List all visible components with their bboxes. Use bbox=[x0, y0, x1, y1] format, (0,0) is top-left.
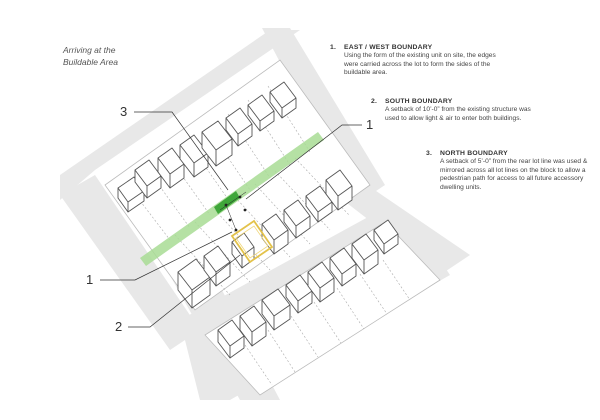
lower-lot-lines bbox=[244, 259, 411, 386]
note-number: 2. bbox=[371, 98, 378, 105]
buildable-area-outline-inner bbox=[235, 225, 269, 259]
note-body: A setback of 5’-0” from the rear lot lin… bbox=[440, 158, 588, 191]
caption-line-1: Arriving at the bbox=[63, 45, 116, 55]
lower-row-buildings bbox=[217, 219, 399, 359]
lower-block-lot bbox=[204, 221, 441, 396]
lower-block bbox=[204, 219, 441, 396]
callout-2: 2 bbox=[115, 319, 122, 334]
north-row-buildings bbox=[117, 81, 297, 213]
leader-3 bbox=[134, 111, 229, 191]
diagram-caption: Arriving at the Buildable Area bbox=[63, 44, 173, 68]
callout-1-mid: 1 bbox=[86, 272, 93, 287]
leader-1-top bbox=[245, 124, 362, 200]
note-south-boundary: 2. SOUTH BOUNDARY A setback of 10’-0” fro… bbox=[371, 98, 541, 123]
callout-1-top: 1 bbox=[366, 117, 373, 132]
leader-1-mid bbox=[100, 231, 233, 281]
leader-2 bbox=[128, 254, 241, 328]
note-title: SOUTH BOUNDARY bbox=[385, 98, 453, 105]
note-heading: 3. NORTH BOUNDARY bbox=[426, 150, 588, 158]
road-northeast bbox=[262, 28, 385, 205]
callout-leaders bbox=[100, 111, 362, 328]
note-title: EAST / WEST BOUNDARY bbox=[344, 44, 433, 51]
note-north-boundary: 3. NORTH BOUNDARY A setback of 5’-0” from… bbox=[426, 150, 588, 192]
road-west-avenue bbox=[60, 175, 200, 350]
south-row-buildings bbox=[177, 169, 353, 309]
setback-lines bbox=[219, 191, 247, 231]
note-body: Using the form of the existing unit on s… bbox=[344, 52, 496, 77]
note-body: A setback of 10’-0” from the existing st… bbox=[385, 106, 531, 122]
pedestrian-path-highlight bbox=[214, 191, 240, 214]
caption-line-2: Buildable Area bbox=[63, 57, 118, 67]
note-number: 1. bbox=[330, 44, 337, 51]
buildable-area-outline bbox=[230, 219, 274, 264]
note-heading: 2. SOUTH BOUNDARY bbox=[371, 98, 541, 106]
note-number: 3. bbox=[426, 150, 433, 157]
note-heading: 1. EAST / WEST BOUNDARY bbox=[330, 44, 500, 52]
note-title: NORTH BOUNDARY bbox=[440, 150, 508, 157]
main-block bbox=[104, 59, 371, 311]
note-east-west-boundary: 1. EAST / WEST BOUNDARY Using the form of… bbox=[330, 44, 500, 78]
callout-3: 3 bbox=[120, 104, 127, 119]
